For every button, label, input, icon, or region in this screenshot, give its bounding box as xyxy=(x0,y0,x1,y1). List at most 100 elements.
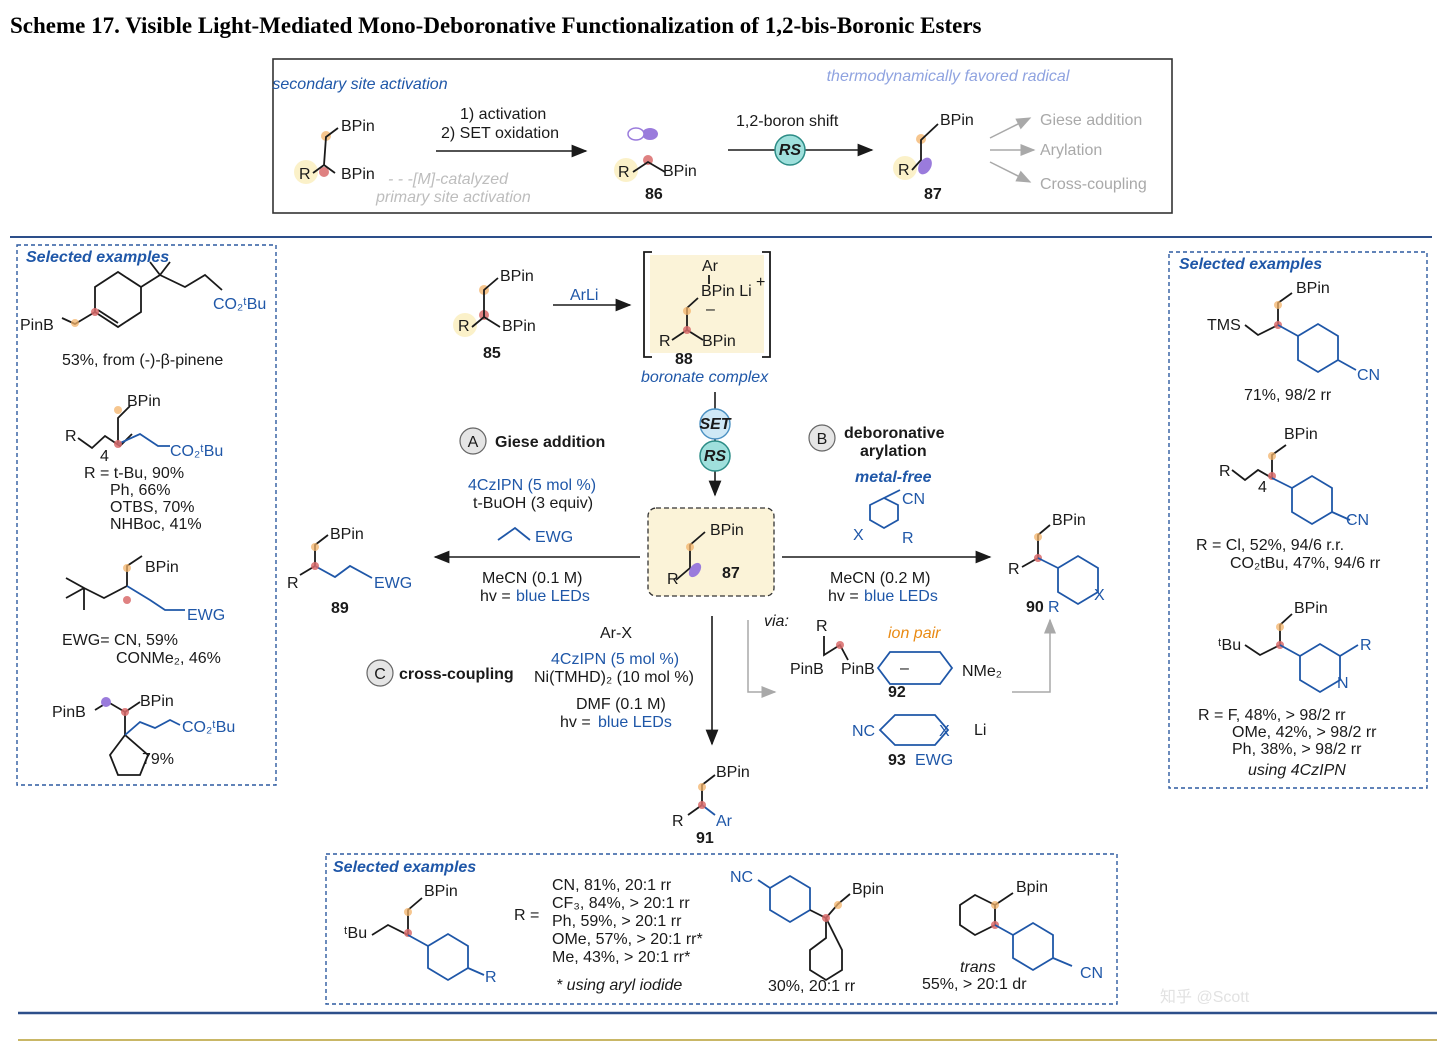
r-92: R xyxy=(816,618,828,635)
li-93: Li xyxy=(974,722,986,739)
ewg-ex3: EWG xyxy=(187,607,225,624)
scheme-title: Scheme 17. Visible Light-Mediated Mono-D… xyxy=(10,13,982,38)
step-activation: 1) activation xyxy=(460,106,546,123)
giese-solvent: MeCN (0.1 M) xyxy=(482,570,582,587)
right-ex2-a: R = Cl, 52%, 94/6 r.r. xyxy=(1196,537,1344,554)
co2tbu-ex4: CO₂ᵗBu xyxy=(182,719,235,736)
compound-89: 89 xyxy=(331,600,349,617)
bottom-ex2: 30%, 20:1 rr xyxy=(768,978,856,995)
compound-92: 92 xyxy=(888,684,906,701)
cn-b3: CN xyxy=(1080,965,1103,982)
nc-b2: NC xyxy=(730,869,753,886)
ex1-yield: 53%, from (-)-β-pinene xyxy=(62,352,223,369)
outcome-arylation: Arylation xyxy=(1040,142,1102,159)
right-ex1: 71%, 98/2 rr xyxy=(1244,387,1332,404)
bpin-91: BPin xyxy=(716,764,750,781)
ex2-subscript: 4 xyxy=(100,448,109,465)
ewg-list-0: EWG= CN, 59% xyxy=(62,632,178,649)
bpin-ex3: BPin xyxy=(145,559,179,576)
path-c-badge: C xyxy=(374,666,386,683)
pinb-92-b: PinB xyxy=(841,661,875,678)
co2tbu-ex1: CO₂ᵗBu xyxy=(213,296,266,313)
right-ex2-b: CO₂tBu, 47%, 94/6 rr xyxy=(1230,555,1381,572)
r-ex2: R xyxy=(65,428,77,445)
bottom-ex3: 55%, > 20:1 dr xyxy=(922,976,1027,993)
pinb-ex4: PinB xyxy=(52,704,86,721)
watermark: 知乎 @Scott xyxy=(1160,988,1250,1006)
r2-90: R xyxy=(1048,599,1060,616)
bottom-note: * using aryl iodide xyxy=(556,977,682,994)
r-91: R xyxy=(672,813,684,830)
bottom-list-3: OMe, 57%, > 20:1 rr* xyxy=(552,931,703,948)
compound-91: 91 xyxy=(696,830,714,847)
ar-91: Ar xyxy=(716,813,733,830)
bpin-85-b: BPin xyxy=(502,318,536,335)
r-list-3: NHBoc, 41% xyxy=(110,516,202,533)
r-85: R xyxy=(458,318,470,335)
nme2-92: NMe₂ xyxy=(962,663,1002,680)
minus-92: – xyxy=(900,660,909,677)
bpin-ex4: BPin xyxy=(140,693,174,710)
bpin-90: BPin xyxy=(1052,512,1086,529)
radical-87-box xyxy=(647,507,775,597)
left-heading: Selected examples xyxy=(26,249,169,266)
n-r3: N xyxy=(1337,675,1349,692)
path-a-badge: A xyxy=(468,434,479,451)
bottom-list-1: CF₃, 84%, > 20:1 rr xyxy=(552,895,690,912)
right-examples-panel: Selected examples BPin TMS CN 71%, 98/2 … xyxy=(1168,251,1428,789)
right-ex3-note: using 4CzIPN xyxy=(1248,762,1346,779)
metal-free-label: metal-free xyxy=(855,469,932,486)
ewg-alkene: EWG xyxy=(535,529,573,546)
r2-subscript: 4 xyxy=(1258,479,1267,496)
tbu-r3: ᵗBu xyxy=(1218,637,1241,654)
r-list-1: Ph, 66% xyxy=(110,482,170,499)
via-label: via: xyxy=(764,613,789,630)
path-b-title-1: deboronative xyxy=(844,425,945,442)
r-r3: R xyxy=(1360,637,1372,654)
aryl-leds: blue LEDs xyxy=(864,588,938,605)
r-eq: R = xyxy=(514,907,539,924)
cc-solvent: DMF (0.1 M) xyxy=(576,696,666,713)
r-88: R xyxy=(659,333,671,350)
li-plus: + xyxy=(756,274,765,291)
r-list-0: R = t-Bu, 90% xyxy=(84,465,184,482)
r-b: R xyxy=(902,530,914,547)
x-90: X xyxy=(1094,587,1105,604)
ion-pair-label: ion pair xyxy=(888,625,941,642)
bottom-list-2: Ph, 59%, > 20:1 rr xyxy=(552,913,682,930)
center-scheme: BPin BPin R 85 ArLi Ar BPin Li + – R BPi… xyxy=(287,251,1105,847)
r-r2: R xyxy=(1219,463,1231,480)
bpin-89: BPin xyxy=(330,526,364,543)
secondary-site-label: secondary site activation xyxy=(272,76,447,93)
boronate-label: boronate complex xyxy=(641,369,769,386)
bpin-86: BPin xyxy=(663,163,697,180)
nc-93: NC xyxy=(852,723,875,740)
pinb-92-a: PinB xyxy=(790,661,824,678)
cn-b: CN xyxy=(902,491,925,508)
trans-label: trans xyxy=(960,959,996,976)
bottom-list-0: CN, 81%, 20:1 rr xyxy=(552,877,672,894)
right-ex3-2: Ph, 38%, > 98/2 rr xyxy=(1232,741,1362,758)
bpin-b2: Bpin xyxy=(852,881,884,898)
m-catalyzed-label: - - -[M]-catalyzed xyxy=(388,171,509,188)
path-b-title-2: arylation xyxy=(860,443,927,460)
primary-site-label: primary site activation xyxy=(375,189,531,206)
ewg-list-1: CONMe₂, 46% xyxy=(116,650,221,667)
ar-88: Ar xyxy=(702,258,719,275)
aryl-hv: hv = xyxy=(828,588,859,605)
giese-leds: blue LEDs xyxy=(516,588,590,605)
bpin-li-88: BPin Li xyxy=(701,283,752,300)
compound-87-top: 87 xyxy=(924,186,942,203)
ewg-93: EWG xyxy=(915,752,953,769)
r-89: R xyxy=(287,575,299,592)
giese-catalyst: 4CzIPN (5 mol %) xyxy=(468,477,596,494)
path-b-badge: B xyxy=(817,431,828,448)
tms-r1: TMS xyxy=(1207,317,1241,334)
cn-r2: CN xyxy=(1346,512,1369,529)
thermo-label: thermodynamically favored radical xyxy=(827,68,1070,85)
bpin-88: BPin xyxy=(702,333,736,350)
compound-90: 90 xyxy=(1026,599,1044,616)
giese-additive: t-BuOH (3 equiv) xyxy=(473,495,593,512)
right-heading: Selected examples xyxy=(1179,256,1322,273)
